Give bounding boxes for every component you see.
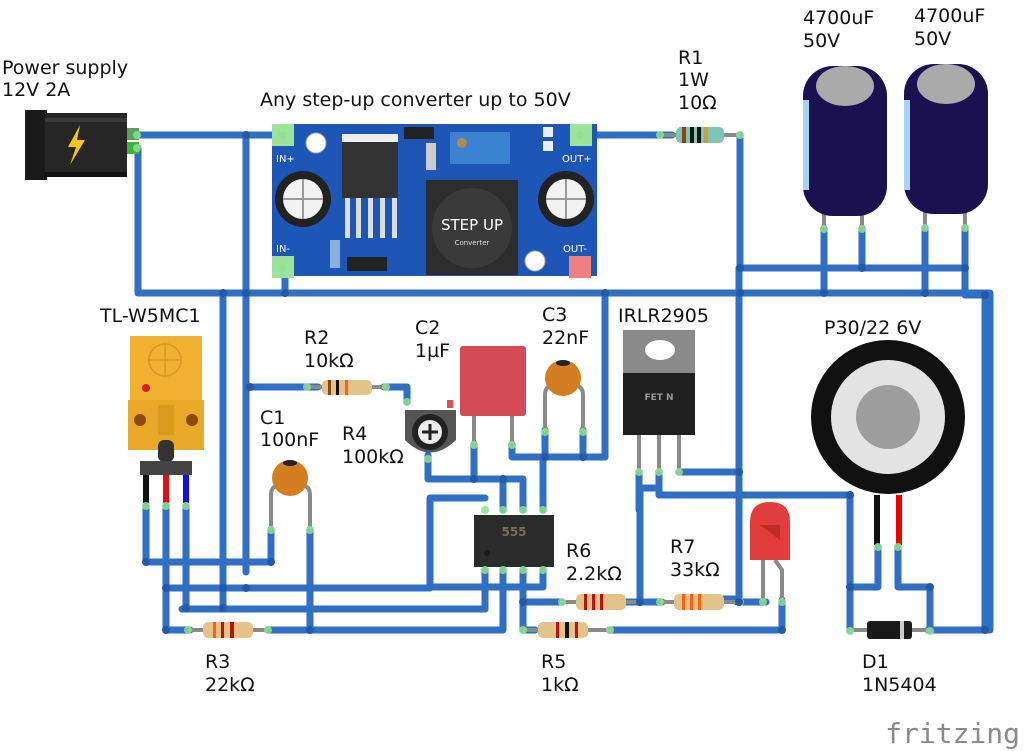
c2-value: 1µF <box>415 340 450 362</box>
mosfet-body-text: FET N <box>644 393 673 403</box>
cap2-voltage: 50V <box>914 28 951 50</box>
wire-mag-black <box>846 543 882 591</box>
wire-r2-right <box>380 383 411 406</box>
c3-ref: C3 <box>542 304 567 326</box>
pin-out-plus: OUT+ <box>562 154 592 165</box>
c2-ref: C2 <box>415 317 440 339</box>
cap1-voltage: 50V <box>803 30 840 52</box>
r5-value: 1kΩ <box>541 674 579 696</box>
capacitor-c3 <box>541 360 587 436</box>
magnet-name: P30/22 6V <box>824 317 921 339</box>
capacitor-c2 <box>460 346 526 449</box>
r1-value: 10Ω <box>678 92 717 114</box>
resistor-r3 <box>184 622 272 638</box>
resistor-r1 <box>656 127 744 143</box>
d1-ref: D1 <box>862 651 889 673</box>
resistor-r2 <box>303 380 390 395</box>
led <box>750 502 790 606</box>
wire-power-minus <box>134 144 994 634</box>
capacitor-c1 <box>267 460 314 534</box>
pin-in-plus: IN+ <box>276 154 295 165</box>
proximity-sensor <box>128 336 204 510</box>
power-supply-label: Power supply <box>2 57 128 79</box>
wire-cap2-minus <box>961 224 989 299</box>
pin-out-minus: OUT- <box>563 244 587 255</box>
junctions <box>142 131 989 634</box>
power-supply-rating: 12V 2A <box>2 79 70 101</box>
r3-ref: R3 <box>205 651 230 673</box>
r4-value: 100kΩ <box>342 446 404 468</box>
r3-value: 22kΩ <box>205 674 255 696</box>
timer-555: 555 <box>474 506 554 574</box>
r7-value: 33kΩ <box>670 559 720 581</box>
r6-value: 2.2kΩ <box>566 563 622 585</box>
capacitor-big-2 <box>904 64 988 232</box>
wire-555-p2 <box>306 566 507 634</box>
fritzing-logo: fritzing <box>885 717 1020 750</box>
lightning-icon <box>68 125 85 165</box>
converter-chip-sub: Converter <box>455 239 490 247</box>
resistor-r7 <box>656 594 744 610</box>
power-jack <box>25 110 141 180</box>
wire-555-p1 <box>178 566 489 613</box>
step-up-converter: STEP UP Converter IN+ IN- OUT+ OUT- <box>272 124 597 278</box>
timer-body-text: 555 <box>501 525 526 539</box>
cap2-value: 4700uF <box>914 5 985 27</box>
converter-title: Any step-up converter up to 50V <box>260 89 571 111</box>
sensor-name: TL-W5MC1 <box>99 305 201 327</box>
wire-sensor-black <box>142 502 275 566</box>
d1-value: 1N5404 <box>862 674 937 696</box>
diode-d1 <box>846 621 934 639</box>
r5-ref: R5 <box>541 651 566 673</box>
wire-vplus-right <box>716 264 743 603</box>
electromagnet <box>811 340 965 551</box>
r4-ref: R4 <box>342 423 367 445</box>
mosfet: FET N <box>623 330 695 476</box>
r2-ref: R2 <box>304 327 329 349</box>
r7-ref: R7 <box>670 536 695 558</box>
c1-ref: C1 <box>260 407 285 429</box>
r2-value: 10kΩ <box>304 350 354 372</box>
trimpot-r4 <box>403 398 456 463</box>
r1-power: 1W <box>678 69 709 91</box>
capacitor-big-1 <box>803 66 887 233</box>
wire-r6-mid-up <box>636 484 661 606</box>
wire-mosfet-d <box>655 468 854 634</box>
pin-in-minus: IN- <box>276 244 290 255</box>
wire-c3-up <box>508 289 609 461</box>
converter-chip-text: STEP UP <box>441 216 503 234</box>
wire-mag-red <box>894 543 934 634</box>
cap1-value: 4700uF <box>803 7 874 29</box>
resistor-r6 <box>558 594 644 610</box>
mosfet-name: IRLR2905 <box>618 305 709 327</box>
c1-value: 100nF <box>260 429 319 451</box>
r1-ref: R1 <box>678 47 703 69</box>
resistor-r5 <box>519 622 614 638</box>
c3-value: 22nF <box>542 327 589 349</box>
r6-ref: R6 <box>566 540 591 562</box>
